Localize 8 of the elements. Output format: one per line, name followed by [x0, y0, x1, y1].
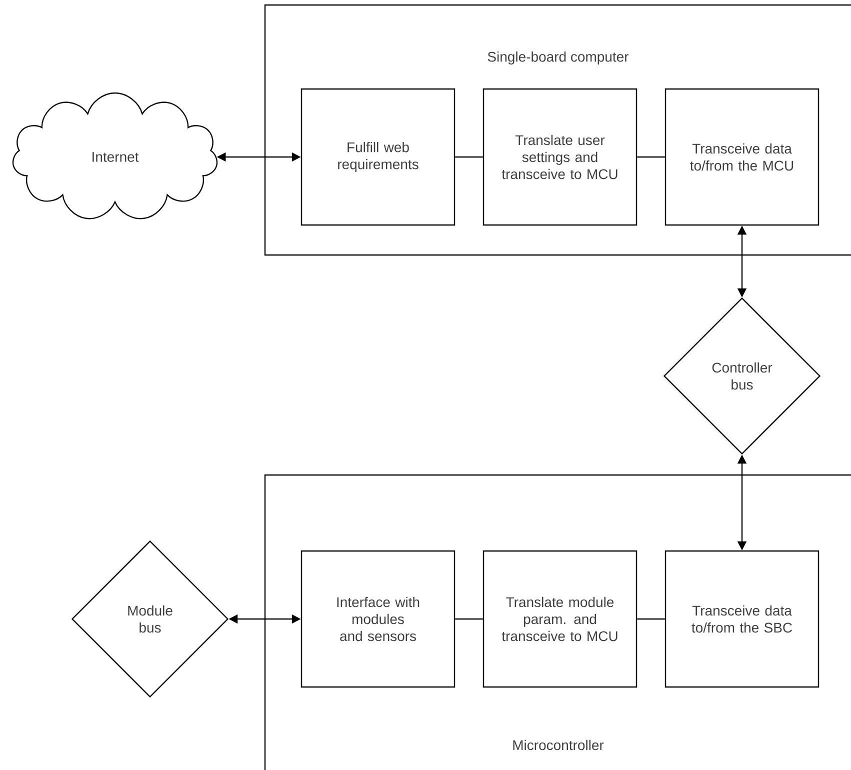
- container-title: Single-board computer: [488, 51, 629, 65]
- process-box: Translate module param. and transceive to MCU: [482, 550, 638, 688]
- process-box: Transceive data to/from the MCU: [664, 88, 820, 226]
- container-title: Microcontroller: [513, 740, 604, 750]
- process-box: Interface with modules and sensors: [300, 550, 456, 688]
- process-box: Translate user settings and transceive to MCU: [482, 88, 638, 226]
- process-box: Transceive data to/from the SBC: [664, 550, 820, 688]
- process-box: Fulfill web requirements: [300, 88, 456, 226]
